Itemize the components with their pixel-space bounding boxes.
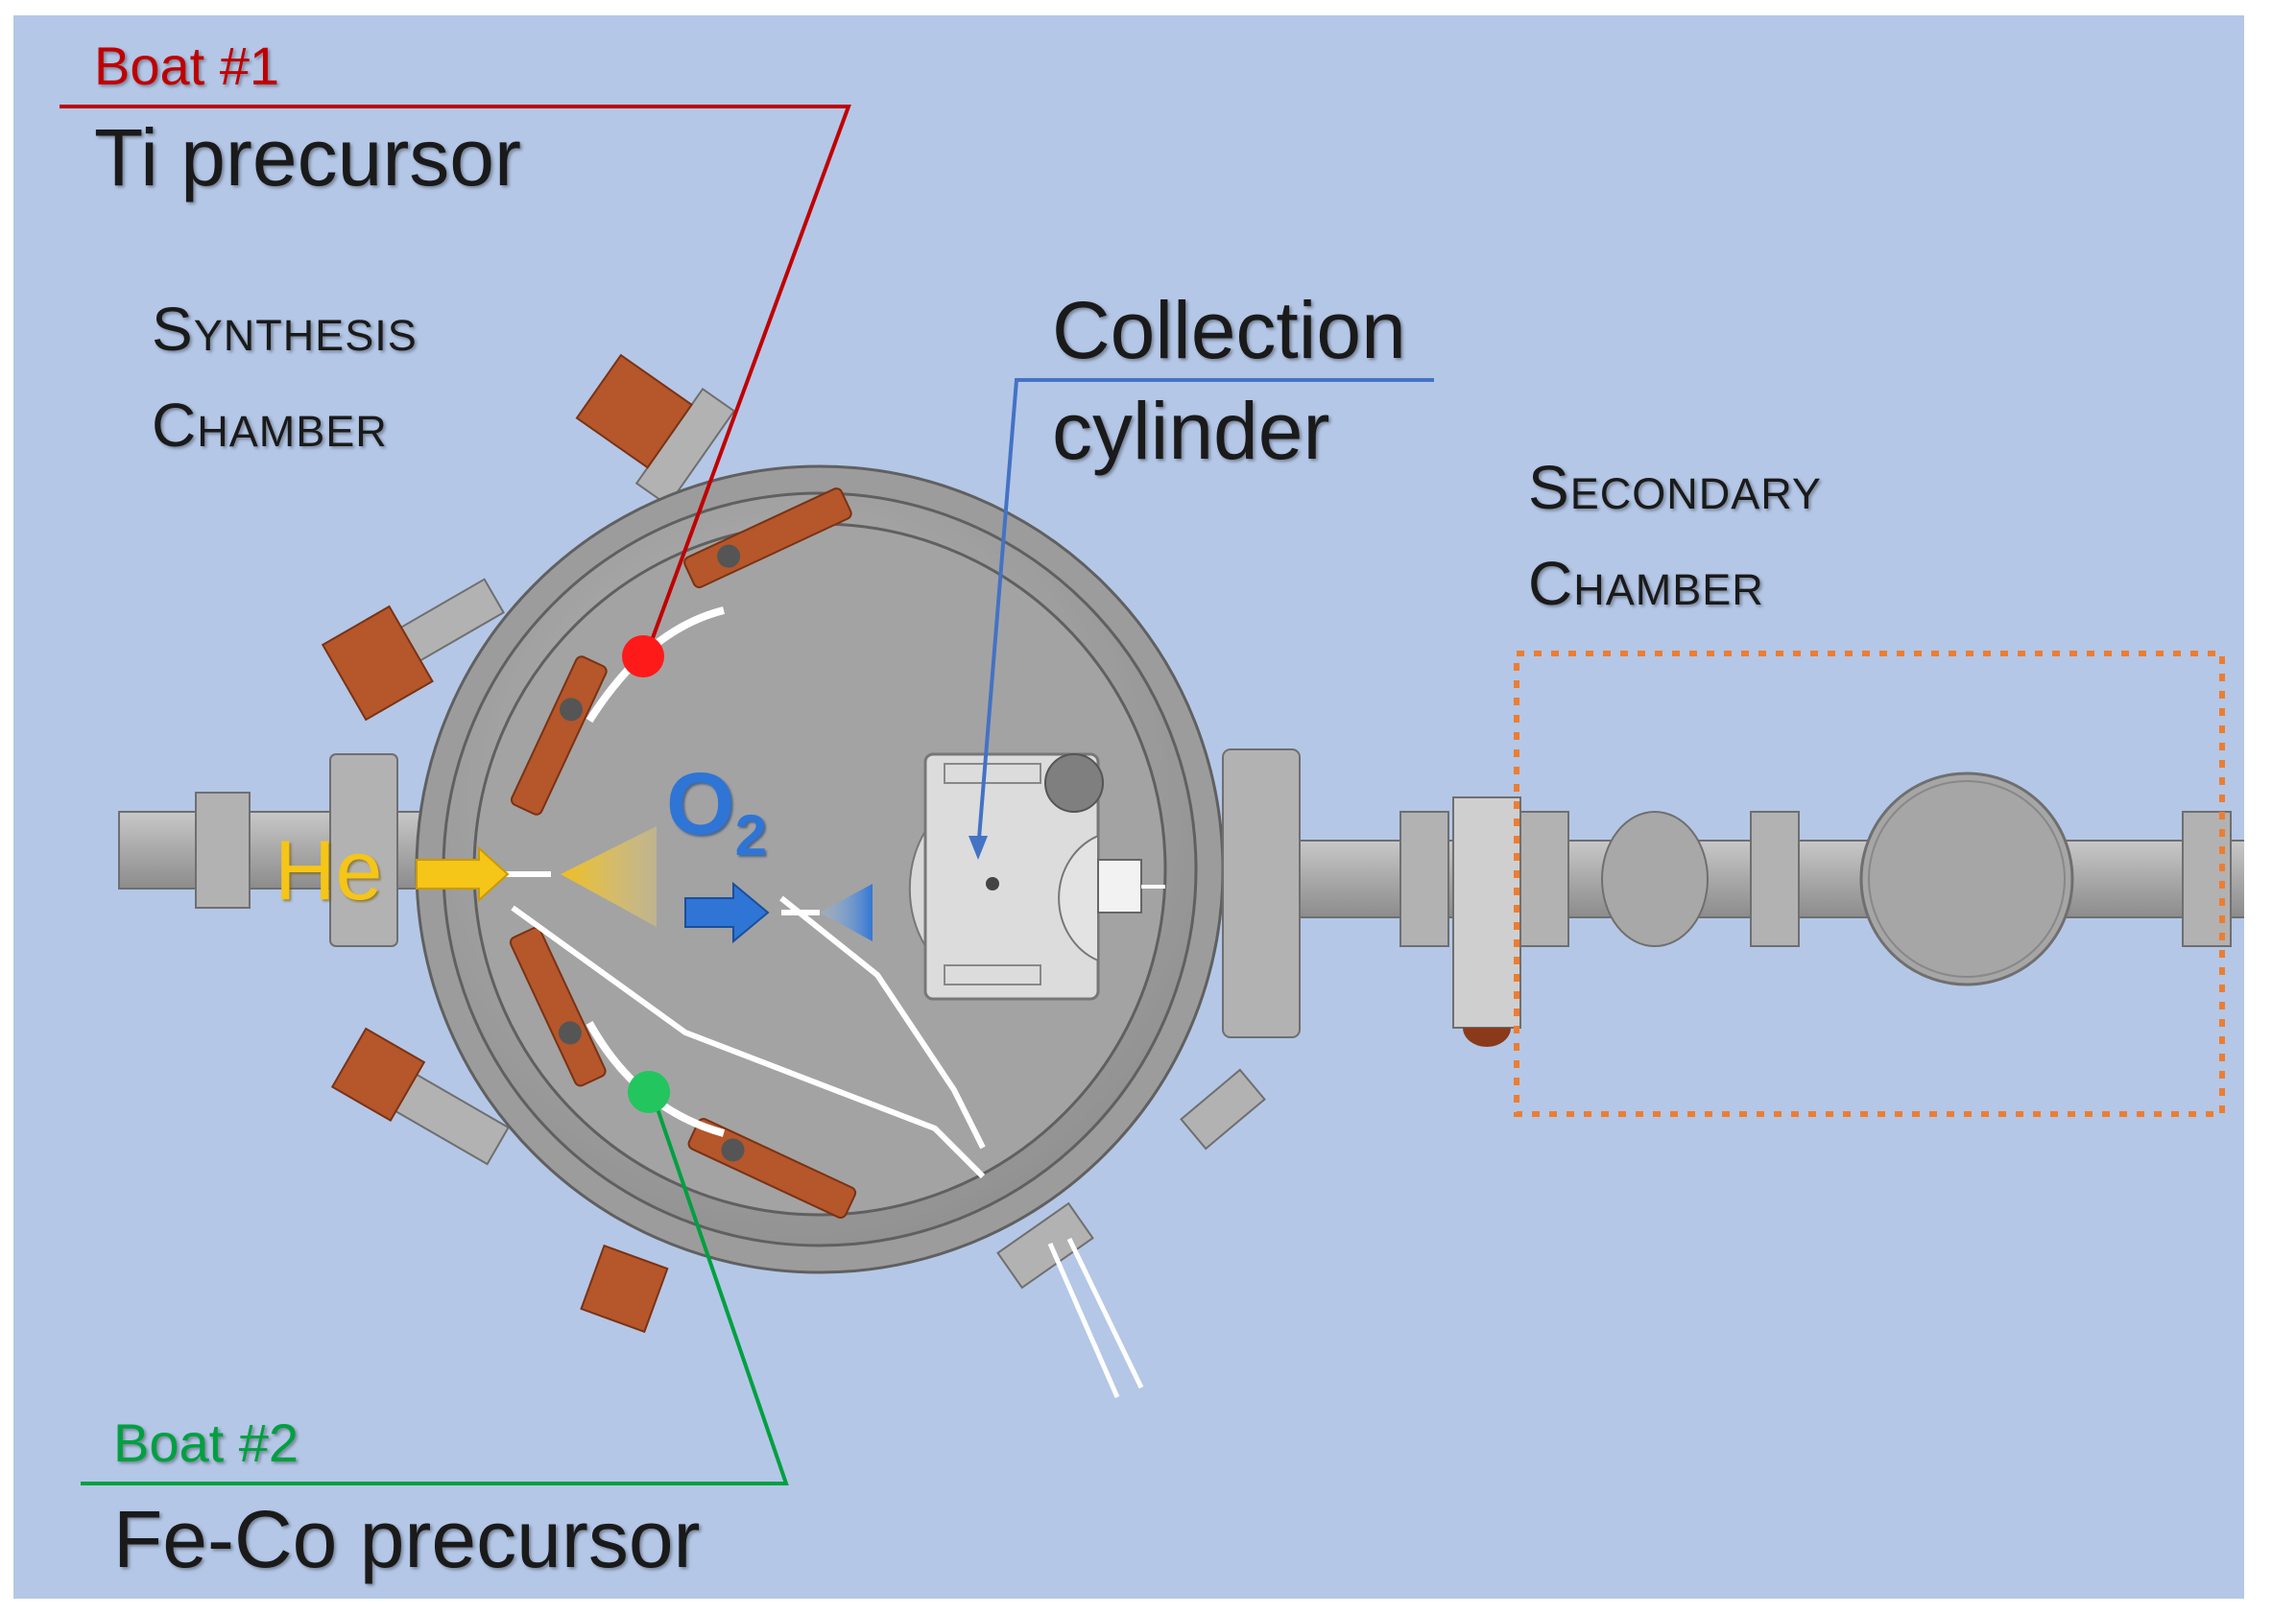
diagram-frame: Boat #1 Ti precursor Synthesis Chamber C…: [13, 15, 2244, 1599]
collection-cylinder-label-line1: Collection: [1052, 285, 1406, 375]
o2-subscript: 2: [734, 803, 767, 867]
boat1-leader-line: [60, 105, 851, 654]
boat2-marker: [628, 1071, 670, 1113]
secondary-chamber-box: [1514, 651, 2225, 1117]
chamber-drawing: [60, 105, 2244, 1485]
o2-main: O: [666, 755, 735, 853]
lower-right-ports: [996, 1068, 1266, 1399]
transfer-line: [1222, 748, 2244, 1047]
boat1-tag: Boat #1: [94, 36, 280, 96]
boat2-tag: Boat #2: [113, 1412, 299, 1473]
secondary-chamber-label-line1: Secondary: [1528, 453, 1822, 522]
collection-cylinder-label-line2: cylinder: [1052, 386, 1330, 476]
boat-arms: [509, 487, 857, 1219]
electrode-wires: [503, 871, 986, 1179]
secondary-chamber-label-line2: Chamber: [1528, 549, 1764, 618]
inlet-pipe: [118, 753, 437, 947]
o2-label: O2: [666, 754, 767, 868]
synthesis-chamber-label-line2: Chamber: [152, 391, 388, 460]
he-label: He: [275, 822, 383, 917]
boat2-precursor-label: Fe-Co precursor: [113, 1494, 701, 1584]
boat1-marker: [622, 635, 664, 677]
synthesis-chamber-label-line1: Synthesis: [152, 295, 418, 364]
boat2-leader-line: [81, 1091, 789, 1485]
o2-flow: [684, 881, 873, 944]
collection-cylinder-assembly: [908, 752, 1165, 1001]
he-flow: [416, 826, 657, 927]
upper-left-ports: [321, 353, 736, 722]
collection-leader-line: [976, 378, 1434, 851]
boat1-precursor-label: Ti precursor: [94, 112, 521, 202]
